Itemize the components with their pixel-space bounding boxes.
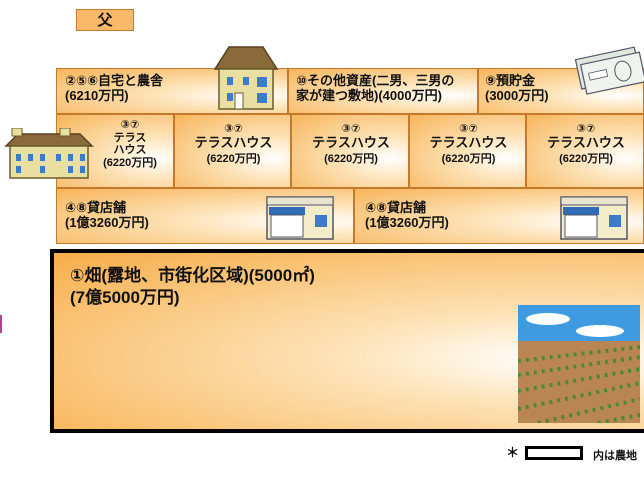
rental-shop-cell-1: ④⑧貸店舗 (1億3260万円) [56, 188, 354, 244]
terrace-house-cell-5: ③⑦ テラスハウス (6220万円) [526, 114, 644, 188]
savings-cell: ⑨預貯金 (3000万円) [478, 46, 644, 114]
rental-shop-label-1: ④⑧貸店舗 (1億3260万円) [65, 200, 149, 230]
house-farmshed-label: ②⑤⑥自宅と農舎 (6210万円) [65, 73, 164, 103]
other-assets-label: ⑩その他資産(二男、三男の 家が建つ敷地)(4000万円) [296, 73, 455, 103]
rental-shop-cell-2: ④⑧貸店舗 (1億3260万円) [354, 188, 644, 244]
cash-bundle-icon [574, 46, 644, 95]
shop-icon [266, 196, 334, 240]
terrace-house-icon [4, 128, 94, 179]
terrace-house-cell-2: ③⑦ テラスハウス (6220万円) [174, 114, 291, 188]
field-image [518, 305, 640, 423]
edge-mark [0, 315, 2, 333]
legend-asterisk: ＊ [506, 445, 520, 460]
terrace-house-cell-3: ③⑦ テラスハウス (6220万円) [291, 114, 409, 188]
farmland-area: ①畑(露地、市街化区域)(5000㎡) (7億5000万円) [50, 249, 644, 433]
house-icon [213, 46, 279, 110]
legend-box [525, 446, 583, 460]
other-assets-cell: ⑩その他資産(二男、三男の 家が建つ敷地)(4000万円) [288, 68, 478, 114]
father-tag: 父 [76, 9, 134, 31]
terrace-house-label-2: ③⑦ テラスハウス (6220万円) [194, 123, 273, 165]
savings-label: ⑨預貯金 (3000万円) [485, 73, 549, 103]
terrace-house-label-1: ③⑦ テラス ハウス (6220万円) [103, 119, 157, 169]
legend-text: 内は農地 [593, 450, 637, 462]
terrace-house-label-4: ③⑦ テラスハウス (6220万円) [429, 123, 508, 165]
shop-icon [560, 196, 628, 240]
terrace-house-label-3: ③⑦ テラスハウス (6220万円) [312, 123, 390, 165]
farmland-label: ①畑(露地、市街化区域)(5000㎡) (7億5000万円) [70, 266, 315, 308]
rental-shop-label-2: ④⑧貸店舗 (1億3260万円) [365, 200, 449, 230]
terrace-house-label-5: ③⑦ テラスハウス (6220万円) [547, 123, 625, 165]
house-farmshed-cell: ②⑤⑥自宅と農舎 (6210万円) [56, 46, 288, 114]
terrace-house-cell-4: ③⑦ テラスハウス (6220万円) [409, 114, 526, 188]
